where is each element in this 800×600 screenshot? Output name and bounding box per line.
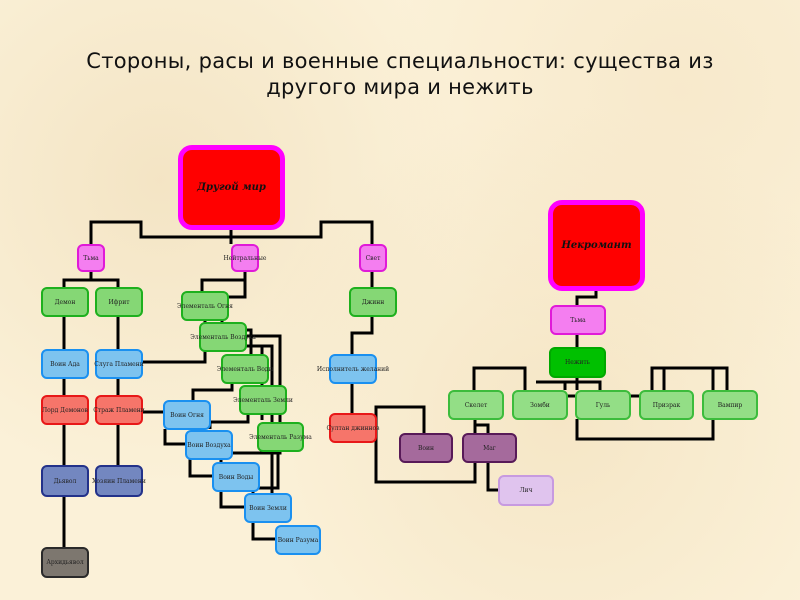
node-earth-elemental: Элементаль Земли bbox=[233, 385, 293, 415]
node-necromant: Некромант bbox=[548, 200, 645, 291]
node-ifrit: Ифрит bbox=[95, 287, 143, 317]
connector bbox=[486, 462, 498, 492]
node-fire-warrior: Воин Огня bbox=[163, 400, 211, 430]
connector bbox=[350, 316, 374, 354]
title-line-2: другого мира и нежить bbox=[266, 75, 534, 99]
node-mage: Маг bbox=[462, 433, 517, 463]
node-flame-servant: Слуга Пламени bbox=[94, 349, 144, 379]
node-fire-elemental: Элементаль Огня bbox=[177, 291, 233, 321]
title-line-1: Стороны, расы и военные специальности: с… bbox=[86, 49, 714, 73]
connector bbox=[475, 423, 490, 433]
connector bbox=[208, 414, 250, 429]
node-demon-lord: Лорд Демонов bbox=[41, 395, 89, 425]
node-demon: Демон bbox=[41, 287, 89, 317]
node-djinn: Джинн bbox=[349, 287, 397, 317]
node-devil: Дьявол bbox=[41, 465, 89, 497]
node-mind-elemental: Элементаль Разума bbox=[249, 422, 312, 452]
connector bbox=[200, 271, 247, 291]
node-warrior: Воин bbox=[399, 433, 453, 463]
connector bbox=[231, 220, 374, 244]
node-air-warrior: Воин Воздуха bbox=[185, 430, 233, 460]
node-ghoul: Гуль bbox=[575, 390, 631, 420]
node-vampire: Вампир bbox=[702, 390, 758, 420]
connector bbox=[374, 405, 477, 484]
node-hell-warrior: Воин Ада bbox=[41, 349, 89, 379]
node-flame-master: Хозяин Пламени bbox=[92, 465, 146, 497]
node-water-elemental: Элементаль Воды bbox=[217, 354, 273, 384]
node-other-world: Другой мир bbox=[178, 145, 285, 230]
node-darkness-left: Тьма bbox=[77, 244, 105, 272]
node-undead: Нежить bbox=[549, 347, 606, 378]
slide-title: Стороны, расы и военные специальности: с… bbox=[0, 48, 800, 100]
node-djinn-sultan: Султан джиннов bbox=[327, 413, 379, 443]
connector bbox=[191, 383, 234, 400]
node-mind-warrior: Воин Разума bbox=[275, 525, 321, 555]
node-earth-warrior: Воин Земли bbox=[244, 493, 292, 523]
node-flame-guard: Страж Пламени bbox=[93, 395, 145, 425]
connector bbox=[575, 290, 598, 305]
connector bbox=[188, 459, 212, 478]
node-wish-granter: Исполнитель желаний bbox=[317, 354, 389, 384]
node-skeleton: Скелет bbox=[448, 390, 504, 420]
node-archdevil: Архидьявол bbox=[41, 547, 89, 578]
node-darkness-right: Тьма bbox=[550, 305, 606, 335]
node-ghost: Призрак bbox=[639, 390, 694, 420]
node-zombie: Зомби bbox=[512, 390, 568, 420]
node-light: Свет bbox=[359, 244, 387, 272]
node-water-warrior: Воин Воды bbox=[212, 462, 260, 492]
connector bbox=[91, 278, 120, 287]
node-neutral: Нейтральные bbox=[224, 244, 266, 272]
node-lich: Лич bbox=[498, 475, 554, 506]
node-air-elemental: Элементаль Воздуха bbox=[190, 322, 256, 352]
connector bbox=[142, 320, 207, 364]
connector bbox=[163, 429, 185, 446]
connector bbox=[536, 380, 602, 390]
connector bbox=[62, 271, 93, 287]
